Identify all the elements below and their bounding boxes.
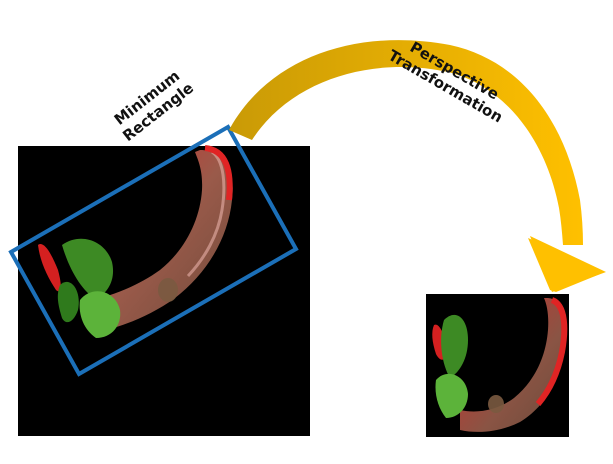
leaf-shape <box>62 238 114 300</box>
leaf-shape-2 <box>79 291 121 338</box>
arrow-body <box>229 40 583 245</box>
label-minimum-rectangle: Minimum Rectangle <box>111 67 197 145</box>
minimum-rectangle-box <box>8 124 299 377</box>
curved-arrow <box>229 40 606 292</box>
stem-red-edge <box>204 145 233 201</box>
red-tip <box>38 244 61 292</box>
result-stem-red-edge <box>535 297 568 406</box>
arrow-head-main <box>530 236 606 292</box>
result-leaf-shape <box>441 314 468 378</box>
result-leaf-shape-2 <box>435 373 468 418</box>
stem-node <box>158 278 178 302</box>
transformed-image <box>426 294 569 437</box>
result-stem-node <box>488 395 504 413</box>
leaf-shape-3 <box>57 281 79 323</box>
stem-highlight <box>186 150 226 278</box>
source-image <box>8 124 310 436</box>
